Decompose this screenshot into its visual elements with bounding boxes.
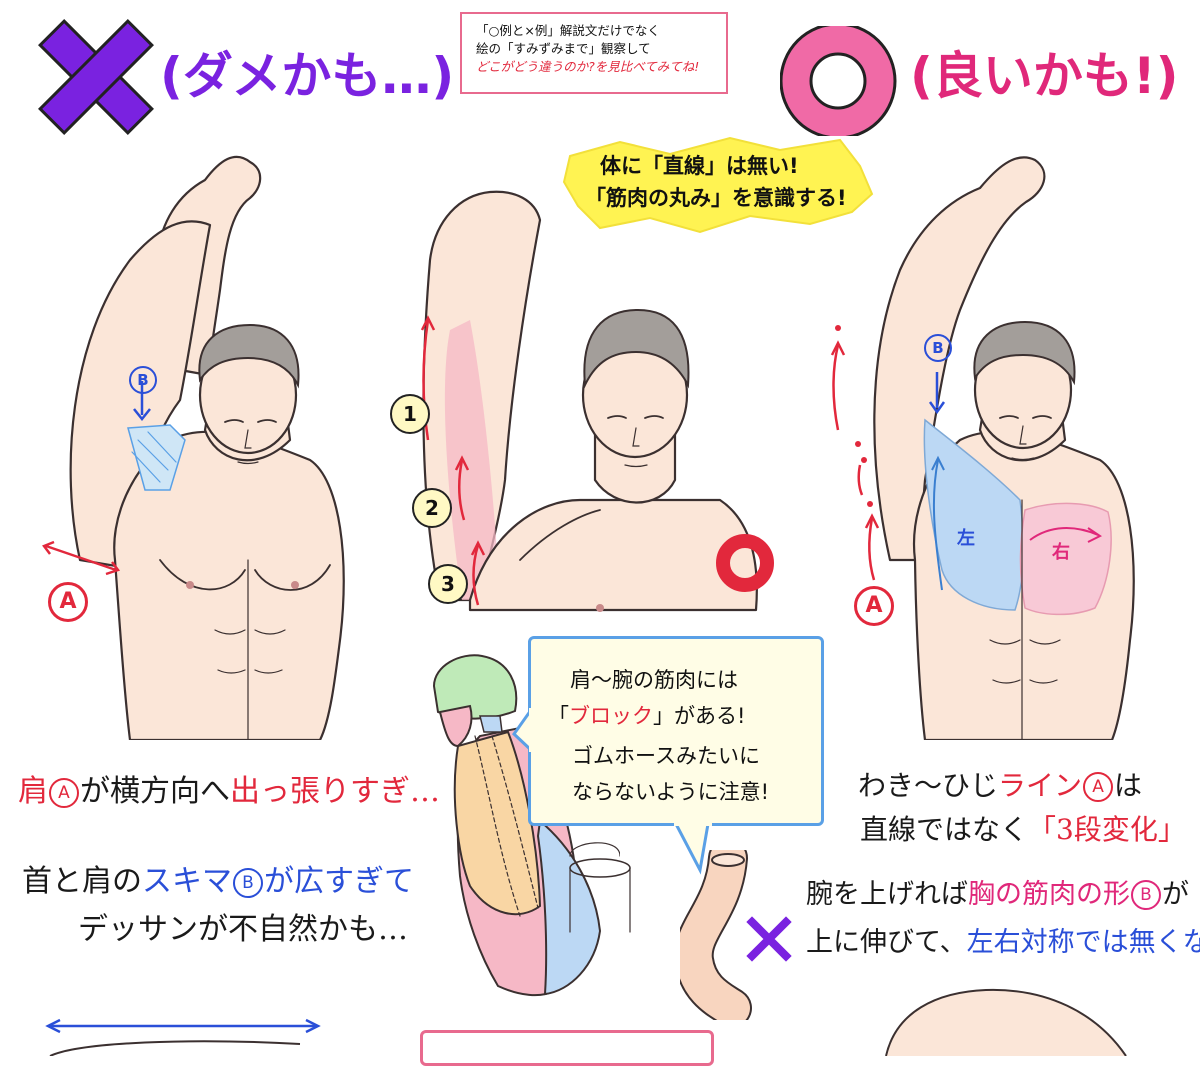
bubble-line-4: ならないように注意!: [572, 780, 769, 804]
label-right: 右: [1052, 542, 1070, 563]
bubble-line-2: 「ブロック」がある!: [548, 704, 746, 728]
bottom-width-arrow: [45, 1018, 321, 1056]
speech-bubble: [528, 636, 824, 826]
rubber-hose-icon: [680, 850, 752, 1020]
x-mark-icon: [38, 19, 154, 135]
left-marker-b: B: [129, 366, 157, 394]
circle-mark-icon: [780, 26, 897, 136]
instruction-note: 「○例と×例」解説文だけでなく 絵の「すみずみまで」観察して どこがどう違うのか…: [460, 12, 728, 94]
step-1: 1: [390, 394, 430, 434]
bottom-partial-box: [420, 1030, 714, 1066]
figure-bad-example: [69, 155, 345, 740]
left-marker-a: A: [48, 582, 88, 622]
left-markers: [133, 381, 151, 422]
label-left: 左: [957, 528, 975, 549]
step-2: 2: [412, 488, 452, 528]
right-marker-b: B: [924, 334, 952, 362]
burst-line-2: 「筋肉の丸み」を意識する!: [585, 186, 847, 210]
note-line-2: 絵の「すみずみまで」観察して: [476, 41, 651, 56]
bubble-line-3: ゴムホースみたいに: [572, 744, 760, 768]
figure-center-example: [420, 190, 774, 612]
note-line-3: どこがどう違うのか?を見比べてみてね!: [476, 59, 700, 74]
figure-good-example: [830, 156, 1135, 740]
left-caption-3: デッサンが不自然かも…: [78, 912, 408, 947]
bad-label: (ダメかも…): [160, 47, 455, 105]
hose-x-mark-icon: [746, 916, 792, 962]
step-3: 3: [428, 564, 468, 604]
right-caption-4: 上に伸びて、左右対称では無くなる: [806, 927, 1200, 958]
good-label: (良いかも!): [910, 47, 1179, 105]
bubble-line-1: 肩〜腕の筋肉には: [570, 668, 738, 692]
note-line-1: 「○例と×例」解説文だけでなく: [476, 23, 660, 38]
emphasis-burst: [562, 136, 874, 234]
cylinder-sketch-icon: [569, 858, 631, 933]
burst-line-1: 体に「直線」は無い!: [600, 154, 799, 178]
width-arrow-icon: [42, 540, 121, 576]
bubble-tail-bottom: [674, 820, 712, 875]
bottom-figure-partial: [885, 988, 1127, 1056]
right-caption-2: 直線ではなく「3段変化」: [860, 813, 1186, 846]
bubble-tail-left: [512, 708, 535, 752]
right-marker-a: A: [854, 586, 894, 626]
